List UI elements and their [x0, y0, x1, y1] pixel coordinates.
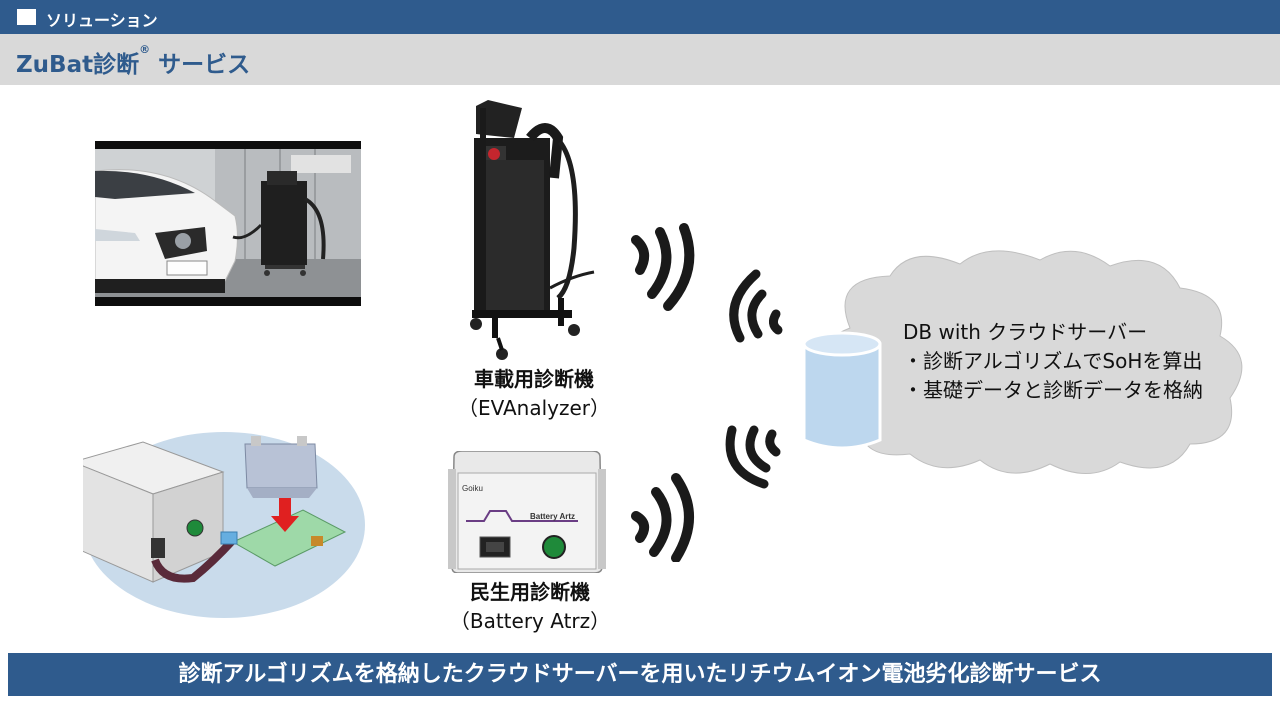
- car-diagnosis-photo: [94, 141, 361, 306]
- title-bar: ZuBat診断® サービス: [0, 34, 1280, 85]
- wireless-signal-icon: [729, 269, 783, 343]
- wireless-signal-icon: [725, 425, 781, 489]
- section-header-bar: ソリューション: [0, 0, 1280, 34]
- device-brand-text: Battery Artz: [530, 512, 575, 521]
- registered-mark: ®: [139, 43, 151, 56]
- database-icon: [802, 331, 882, 450]
- consumer-device-model: （Battery Atrz）: [449, 609, 611, 633]
- wireless-signal-icon: [631, 473, 694, 562]
- svg-text:Goiku: Goiku: [462, 484, 483, 493]
- title-main: ZuBat診断: [16, 52, 140, 78]
- consumer-device-caption: 民生用診断機 （Battery Atrz）: [420, 578, 640, 636]
- cloud-server-shape: [816, 250, 1243, 474]
- title-rest: サービス: [150, 52, 251, 78]
- vehicle-device-name: 車載用診断機: [474, 367, 594, 391]
- evanalyzer-device-image: [462, 98, 602, 363]
- cloud-item: ・診断アルゴリズムでSoHを算出: [903, 349, 1203, 373]
- battery-artz-device-image: Goiku Battery Artz: [448, 450, 606, 574]
- vehicle-device-model: （EVAnalyzer）: [457, 396, 611, 420]
- vehicle-device-caption: 車載用診断機 （EVAnalyzer）: [424, 365, 644, 423]
- page-title: ZuBat診断® サービス: [16, 43, 251, 79]
- section-square-icon: [17, 9, 36, 25]
- summary-banner: 診断アルゴリズムを格納したクラウドサーバーを用いたリチウムイオン電池劣化診断サー…: [8, 653, 1272, 696]
- cloud-item: ・基礎データと診断データを格納: [903, 378, 1203, 402]
- cloud-title: DB with クラウドサーバー: [903, 320, 1148, 344]
- cloud-description: DB with クラウドサーバー ・診断アルゴリズムでSoHを算出 ・基礎データ…: [903, 318, 1203, 405]
- section-label: ソリューション: [46, 11, 158, 30]
- battery-test-illustration: [71, 432, 365, 618]
- wireless-signal-icon: [631, 223, 695, 311]
- consumer-device-name: 民生用診断機: [470, 580, 590, 604]
